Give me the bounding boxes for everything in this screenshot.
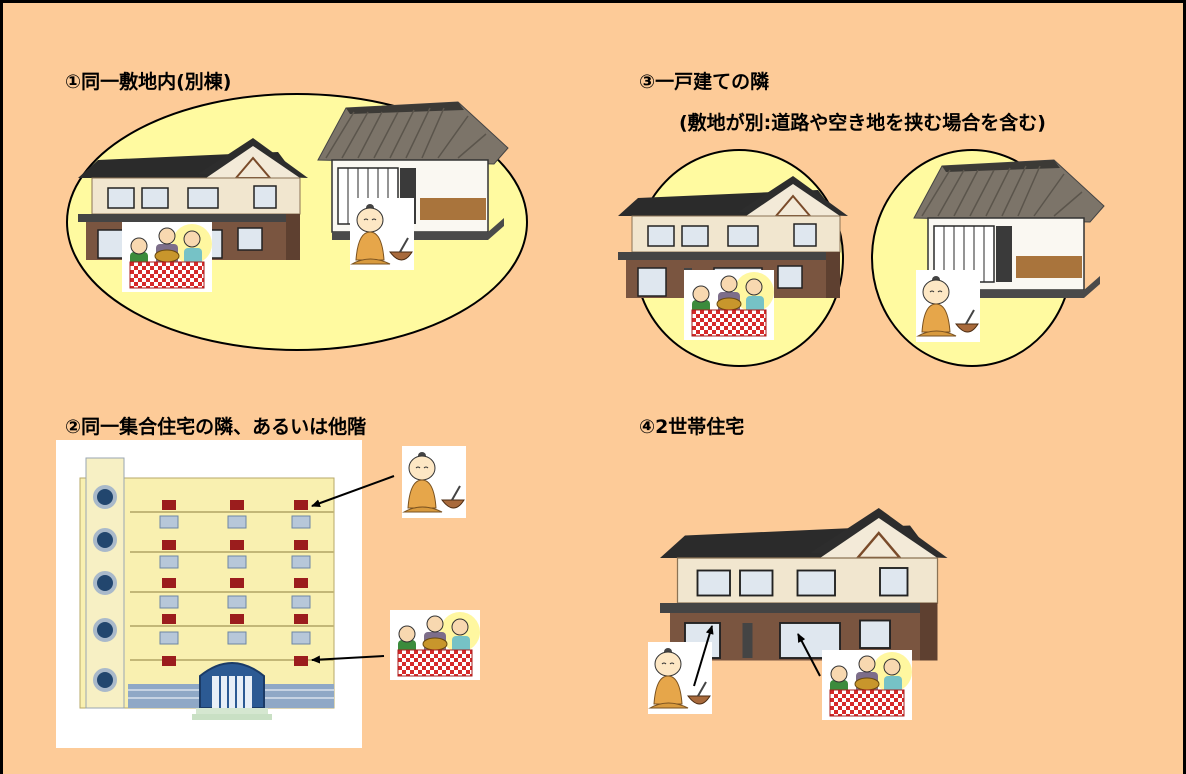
panel1-title: ①同一敷地内(別棟) xyxy=(65,71,232,93)
modern-house-icon xyxy=(658,506,949,662)
arrow-icon xyxy=(797,633,821,677)
apartment-building-icon xyxy=(56,440,362,748)
arrow-icon xyxy=(311,655,385,664)
family-meal-icon xyxy=(121,221,213,293)
elderly-person-icon xyxy=(915,269,981,343)
panel3-title: ③一戸建ての隣 xyxy=(639,71,770,93)
family-meal-icon xyxy=(821,649,913,721)
family-meal-icon xyxy=(389,609,481,681)
panel2-title: ②同一集合住宅の隣、あるいは他階 xyxy=(65,416,367,438)
elderly-person-icon xyxy=(647,641,713,715)
panel4-title: ④2世帯住宅 xyxy=(639,416,745,438)
family-meal-icon xyxy=(683,269,775,341)
panel3-subtitle: (敷地が別:道路や空き地を挟む場合を含む) xyxy=(679,112,1046,134)
elderly-person-icon xyxy=(349,197,415,271)
arrow-icon xyxy=(693,625,714,687)
elderly-person-icon xyxy=(401,445,467,519)
arrow-icon xyxy=(311,475,395,508)
